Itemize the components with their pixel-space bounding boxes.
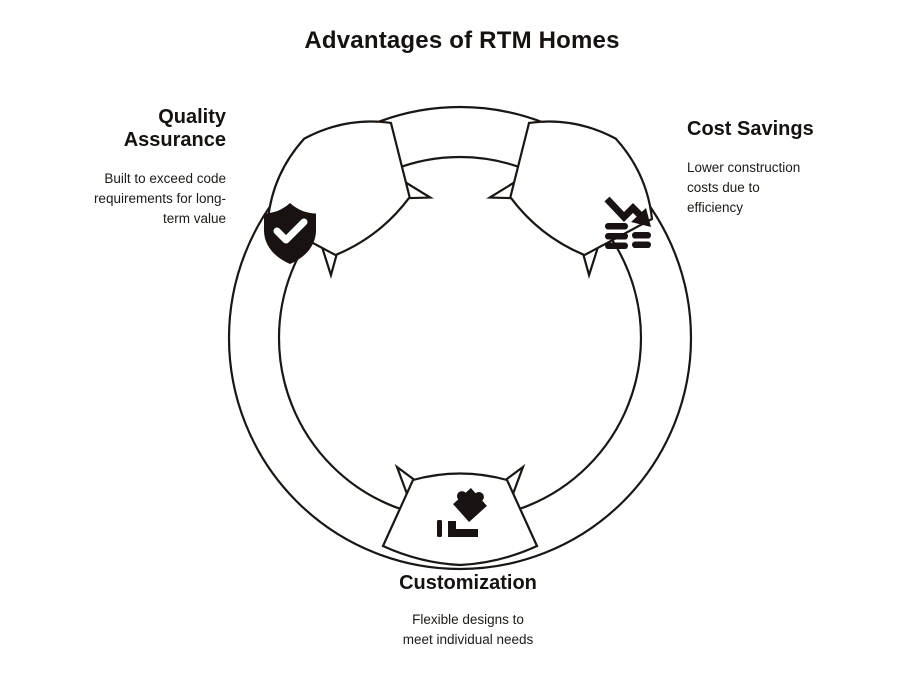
section-description-cost-savings: Lower construction costs due to efficien… [687, 160, 801, 215]
section-description-quality-assurance: Built to exceed code requirements for lo… [93, 171, 226, 226]
section-description-customization: Flexible designs to meet individual need… [402, 612, 534, 647]
label-block-cost-savings: Cost Savings Lower construction costs du… [687, 118, 847, 218]
section-title-customization: Customization [399, 572, 537, 594]
label-block-quality-assurance: Quality Assurance Built to exceed code r… [54, 106, 226, 229]
section-title-quality-assurance: Quality Assurance [123, 106, 226, 151]
page-title: Advantages of RTM Homes [304, 27, 620, 54]
trend-down-icon [604, 196, 651, 249]
segment-arrow-cost [486, 120, 654, 279]
shield-check-icon [264, 203, 316, 264]
segment-arrowhead [509, 120, 654, 257]
section-title-cost-savings: Cost Savings [687, 118, 814, 140]
label-block-customization: Customization Flexible designs to meet i… [358, 572, 578, 650]
segment-arrowhead [381, 472, 539, 567]
puzzle-icon [437, 488, 487, 537]
segment-arrow-customization [381, 463, 539, 567]
